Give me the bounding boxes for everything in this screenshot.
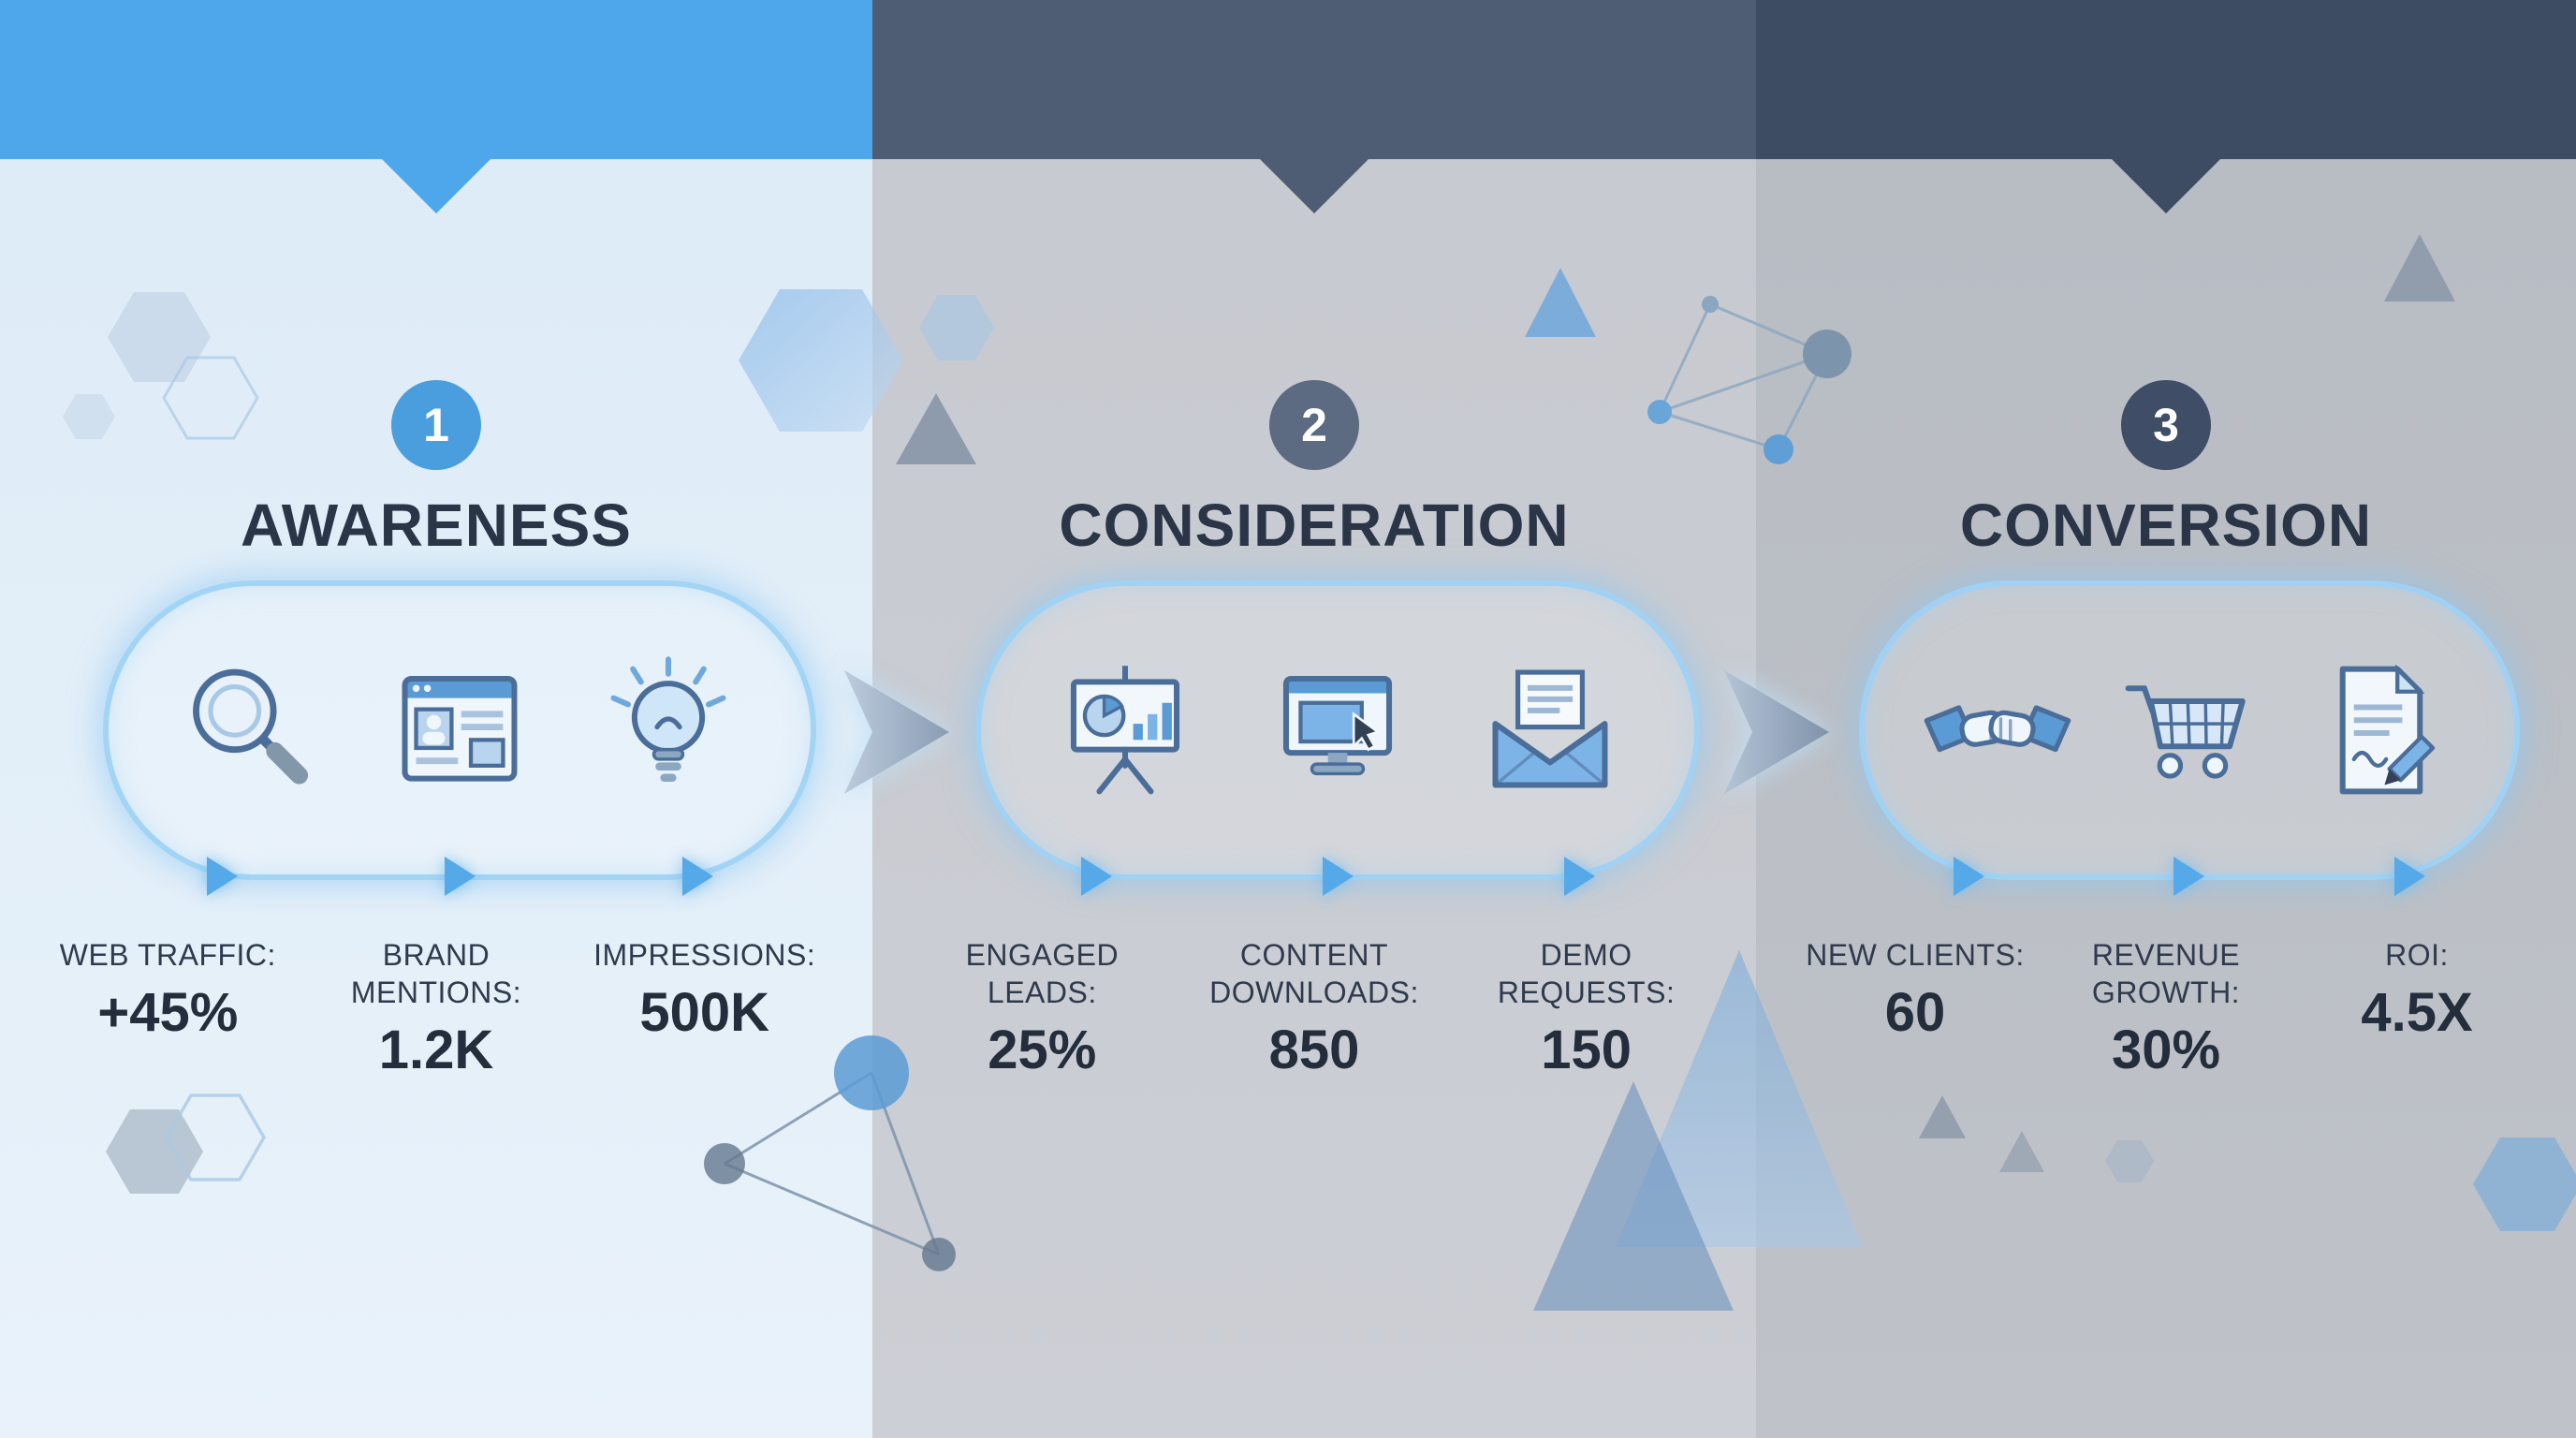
monitor-cursor-icon bbox=[1257, 650, 1418, 811]
stage-header-notch bbox=[2112, 159, 2220, 213]
stage-number-badge: 1 bbox=[391, 380, 481, 470]
stage-header-band bbox=[0, 0, 872, 159]
contract-icon bbox=[2301, 650, 2462, 811]
metric-value: 30% bbox=[2111, 1020, 2221, 1080]
metric-value: 500K bbox=[639, 982, 769, 1043]
stage-consideration: 2 CONSIDERATION bbox=[872, 0, 1756, 1438]
email-icon bbox=[1470, 650, 1631, 811]
stage-title: CONSIDERATION bbox=[1059, 492, 1570, 559]
stage-conversion: 3 CONVERSION bbox=[1756, 0, 2576, 1438]
arrow-right-icon bbox=[1080, 857, 1112, 896]
metric-value: 850 bbox=[1268, 1020, 1360, 1080]
step-arrows bbox=[1859, 857, 2520, 896]
stage-header-notch bbox=[1260, 159, 1368, 213]
search-icon bbox=[170, 650, 331, 811]
webpage-icon bbox=[379, 650, 540, 811]
flow-arrow-icon bbox=[844, 670, 949, 794]
metric: ROI: 4.5X bbox=[2304, 936, 2529, 1044]
metric: NEW CLIENTS: 60 bbox=[1802, 936, 2027, 1044]
metric-label: DEMO REQUESTS: bbox=[1497, 938, 1676, 1009]
stage-number-badge: 3 bbox=[2121, 380, 2211, 470]
stage-header-band bbox=[1756, 0, 2576, 159]
metric-value: +45% bbox=[97, 982, 239, 1043]
metric-label: BRAND MENTIONS: bbox=[350, 938, 522, 1009]
metric: CONTENT DOWNLOADS: 850 bbox=[1194, 936, 1434, 1081]
stage-metrics: NEW CLIENTS: 60 REVENUE GROWTH: 30% ROI:… bbox=[1790, 936, 2542, 1081]
stage-title: AWARENESS bbox=[241, 492, 632, 559]
metric-label: CONTENT DOWNLOADS: bbox=[1209, 938, 1419, 1009]
metric-label: IMPRESSIONS: bbox=[593, 938, 816, 972]
shopping-cart-icon bbox=[2109, 650, 2270, 811]
stage-header-notch bbox=[382, 159, 490, 213]
metric-value: 4.5X bbox=[2361, 982, 2473, 1043]
stage-icon-panel bbox=[1859, 580, 2520, 880]
lightbulb-icon bbox=[588, 650, 749, 811]
stage-awareness: 1 AWARENESS bbox=[0, 0, 872, 1438]
stage-header-band bbox=[872, 0, 1756, 159]
flow-arrow-icon bbox=[1724, 670, 1829, 794]
metric-label: ROI: bbox=[2385, 938, 2449, 972]
presentation-chart-icon bbox=[1045, 650, 1206, 811]
step-arrows bbox=[103, 857, 816, 896]
metric-value: 60 bbox=[1884, 982, 1946, 1043]
stage-title: CONVERSION bbox=[1959, 492, 2373, 559]
metric-label: WEB TRAFFIC: bbox=[59, 938, 276, 972]
arrow-right-icon bbox=[2174, 857, 2205, 896]
metric: DEMO REQUESTS: 150 bbox=[1467, 936, 1706, 1081]
arrow-right-icon bbox=[1322, 857, 1354, 896]
metric: WEB TRAFFIC: +45% bbox=[48, 936, 287, 1044]
arrow-right-icon bbox=[1563, 857, 1595, 896]
metric: BRAND MENTIONS: 1.2K bbox=[316, 936, 556, 1081]
step-arrows bbox=[975, 857, 1700, 896]
arrow-right-icon bbox=[1954, 857, 1985, 896]
stage-icon-panel bbox=[103, 580, 816, 880]
metric-value: 150 bbox=[1541, 1020, 1632, 1080]
metric-label: NEW CLIENTS: bbox=[1806, 938, 2025, 972]
arrow-right-icon bbox=[444, 857, 476, 896]
metric-label: REVENUE GROWTH: bbox=[2091, 938, 2241, 1009]
metric-label: ENGAGED LEADS: bbox=[965, 938, 1120, 1009]
metric: ENGAGED LEADS: 25% bbox=[922, 936, 1162, 1081]
arrow-right-icon bbox=[2393, 857, 2425, 896]
handshake-icon bbox=[1917, 650, 2078, 811]
metric: IMPRESSIONS: 500K bbox=[585, 936, 825, 1044]
metric-value: 1.2K bbox=[378, 1020, 494, 1080]
metric: REVENUE GROWTH: 30% bbox=[2053, 936, 2278, 1081]
stage-icon-panel bbox=[975, 580, 1700, 880]
arrow-right-icon bbox=[681, 857, 713, 896]
stage-number-badge: 2 bbox=[1269, 380, 1359, 470]
arrow-right-icon bbox=[206, 857, 238, 896]
stage-metrics: ENGAGED LEADS: 25% CONTENT DOWNLOADS: 85… bbox=[906, 936, 1722, 1081]
stage-metrics: WEB TRAFFIC: +45% BRAND MENTIONS: 1.2K I… bbox=[34, 936, 839, 1081]
metric-value: 25% bbox=[988, 1020, 1097, 1080]
